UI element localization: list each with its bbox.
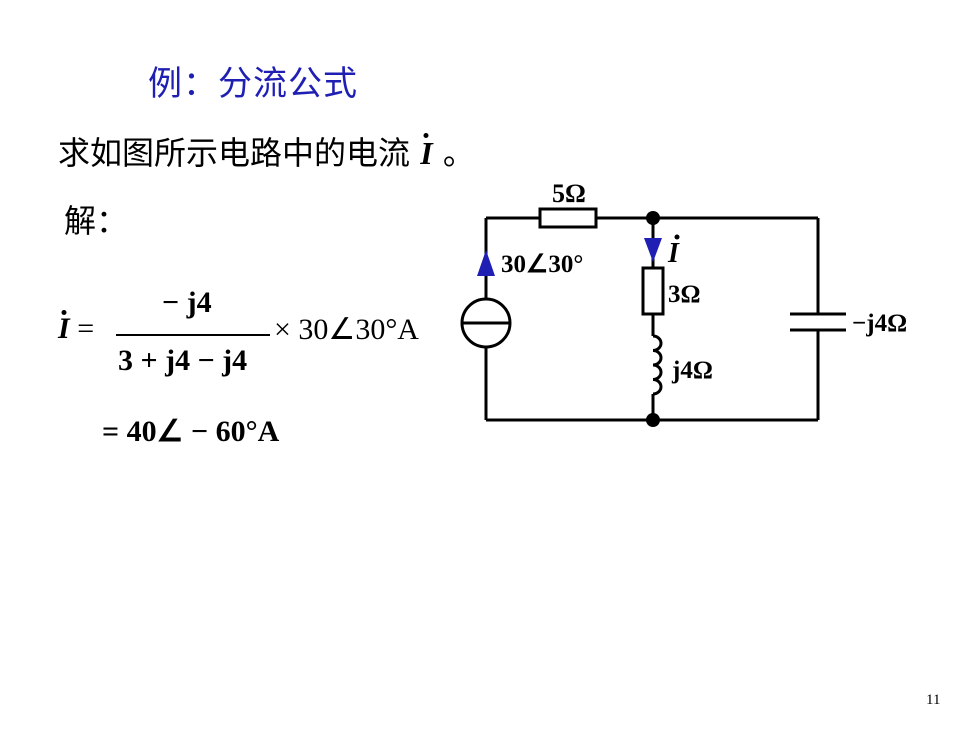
lhs-variable: I xyxy=(58,312,70,345)
current-dot-icon xyxy=(674,234,680,240)
lhs-equals: = xyxy=(77,312,95,345)
problem-text: 求如图所示电路中的电流 xyxy=(58,134,411,172)
label-source: 30∠30° xyxy=(501,251,583,278)
current-symbol: I xyxy=(420,135,433,171)
node-top xyxy=(646,211,660,225)
label-l: j4Ω xyxy=(671,357,713,384)
equation-multiplier: × 30∠30°A xyxy=(274,313,419,346)
label-current: I xyxy=(667,238,680,269)
fraction-numerator: − j4 xyxy=(162,286,212,319)
problem-period: 。 xyxy=(442,134,475,172)
resistor-5ohm xyxy=(538,207,598,229)
slide-title: 例：分流公式 xyxy=(148,64,358,104)
capacitor xyxy=(790,312,846,332)
page-number: 11 xyxy=(926,692,941,708)
solution-label: 解： xyxy=(64,202,129,240)
label-r5: 5Ω xyxy=(552,179,586,208)
source-arrow-icon xyxy=(477,250,495,276)
current-arrow-icon xyxy=(644,238,662,262)
label-c: −j4Ω xyxy=(852,310,907,337)
label-r3: 3Ω xyxy=(668,281,701,308)
inductor xyxy=(652,334,663,396)
equation-lhs: I = xyxy=(58,312,94,346)
fraction-bar xyxy=(116,334,270,336)
equation-result: = 40∠ − 60°A xyxy=(102,415,280,448)
node-bottom xyxy=(646,413,660,427)
resistor-3ohm xyxy=(641,266,665,316)
current-source xyxy=(460,297,512,349)
fraction-denominator: 3 + j4 − j4 xyxy=(118,344,248,377)
problem-statement: 求如图所示电路中的电流 I 。 xyxy=(58,128,475,174)
